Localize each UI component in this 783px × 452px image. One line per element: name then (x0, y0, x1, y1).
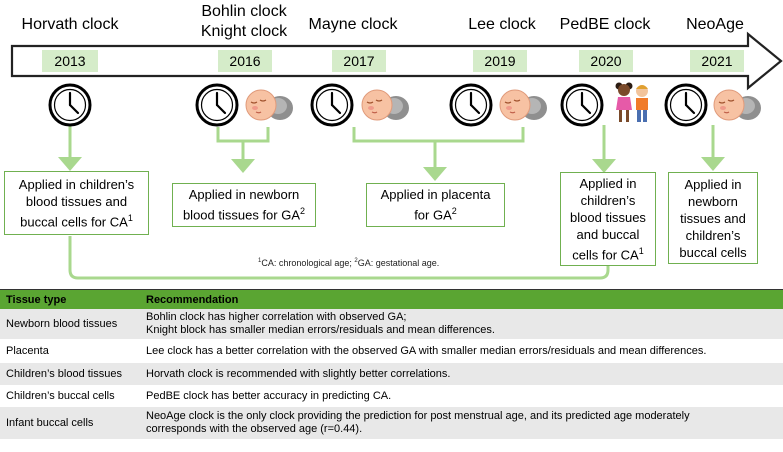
year-2013: 2013 (42, 50, 98, 72)
clock-icon (310, 83, 354, 127)
table-row: Newborn blood tissues Bohlin clock has h… (0, 309, 783, 339)
tissue-cell: Infant buccal cells (0, 407, 140, 439)
application-box-bohlin-knight: Applied in newborn blood tissues for GA2 (172, 183, 316, 227)
clock-icon (48, 83, 92, 127)
recommendation-cell: Lee clock has a better correlation with … (140, 339, 783, 363)
timeline-arrow (10, 31, 783, 280)
sleeping-baby-icon (361, 89, 409, 121)
tissue-cell: Newborn blood tissues (0, 309, 140, 339)
column-header-tissue-type: Tissue type (0, 289, 140, 309)
year-2021: 2021 (690, 50, 744, 72)
tissue-cell: Placenta (0, 339, 140, 363)
tissue-cell: Children’s blood tissues (0, 363, 140, 385)
table-row: Children’s blood tissues Horvath clock i… (0, 363, 783, 385)
table-header: Tissue type Recommendation (0, 289, 783, 309)
footnote: 1CA: chronological age; 2GA: gestational… (258, 258, 440, 268)
connector-lines (68, 125, 715, 280)
clock-name-neoage: NeoAge (686, 16, 744, 33)
application-box-mayne-lee: Applied in placenta for GA2 (366, 183, 505, 227)
application-box-pedbe: Applied in children’s blood tissues and … (560, 172, 656, 266)
table-row: Children’s buccal cells PedBE clock has … (0, 385, 783, 407)
year-2017: 2017 (332, 50, 386, 72)
children-icon (615, 82, 648, 122)
clock-name-pedbe: PedBE clock (559, 16, 651, 33)
clock-name-lee: Lee clock (468, 16, 536, 33)
sleeping-baby-icon (713, 89, 761, 121)
application-box-neoage: Applied in newborn tissues and children’… (668, 172, 758, 264)
recommendation-cell: PedBE clock has better accuracy in predi… (140, 385, 783, 407)
clock-icon (449, 83, 493, 127)
year-2019: 2019 (473, 50, 527, 72)
year-2016: 2016 (218, 50, 272, 72)
table-row: Placenta Lee clock has a better correlat… (0, 339, 783, 363)
clock-icon (664, 83, 708, 127)
clock-icon (195, 83, 239, 127)
connector-arrowheads (58, 157, 725, 181)
clock-name-horvath: Horvath clock (21, 16, 119, 33)
year-2020: 2020 (579, 50, 633, 72)
application-box-horvath: Applied in children’s blood tissues and … (4, 171, 149, 235)
clock-name-mayne: Mayne clock (308, 16, 398, 33)
column-header-recommendation: Recommendation (140, 289, 783, 309)
recommendation-cell: Bohlin clock has higher correlation with… (140, 309, 783, 339)
table-row: Infant buccal cells NeoAge clock is the … (0, 407, 783, 439)
recommendation-cell: Horvath clock is recommended with slight… (140, 363, 783, 385)
sleeping-baby-icon (245, 89, 293, 121)
clock-icon (560, 83, 604, 127)
sleeping-baby-icon (499, 89, 547, 121)
tissue-cell: Children’s buccal cells (0, 385, 140, 407)
recommendation-cell: NeoAge clock is the only clock providing… (140, 407, 783, 439)
clock-name-bohlin-knight: Bohlin clock Knight clock (200, 3, 288, 40)
recommendation-table: Tissue type Recommendation Newborn blood… (0, 289, 783, 439)
